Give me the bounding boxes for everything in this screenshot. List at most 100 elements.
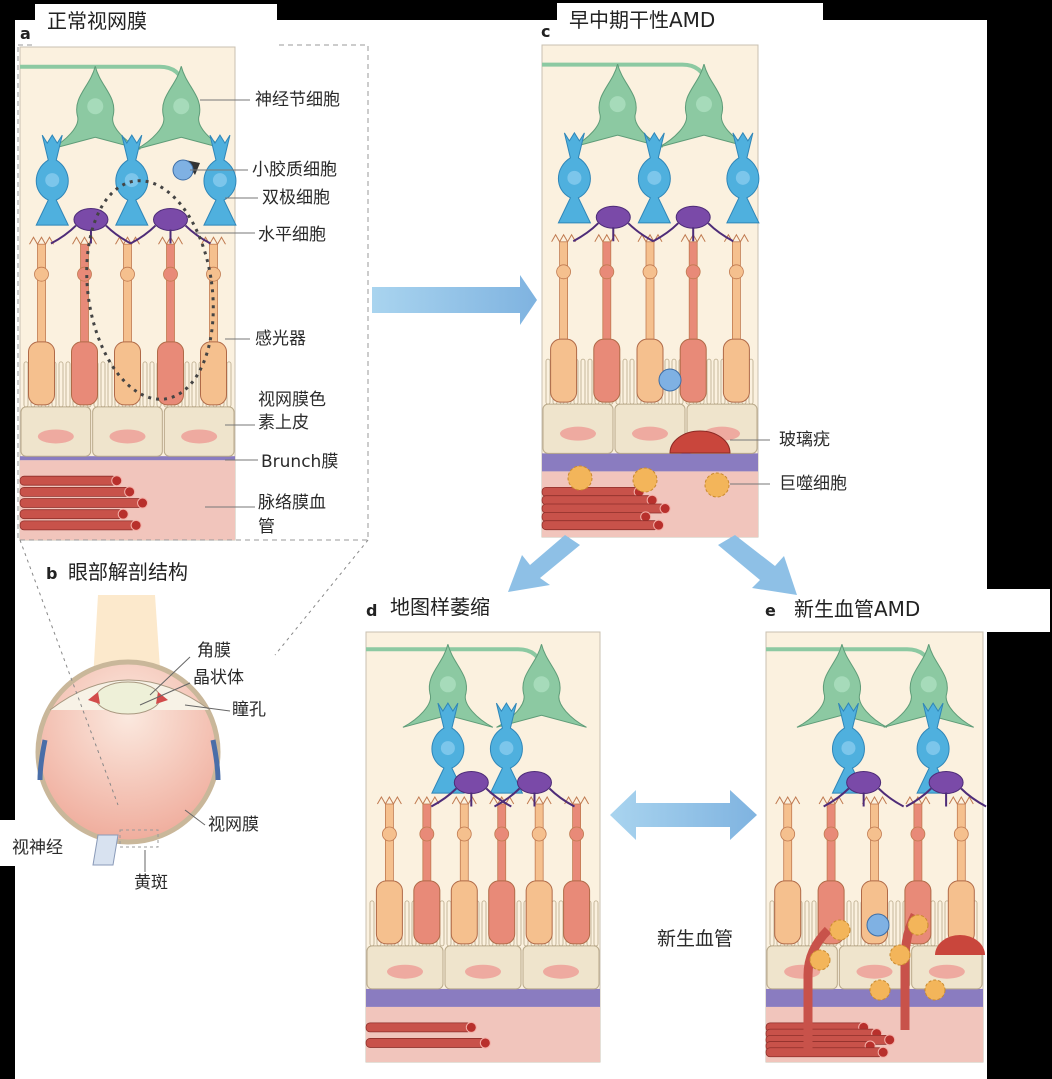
leader-line — [149, 656, 191, 696]
horizontal-dendrites — [905, 787, 987, 808]
label-macula: 黄斑 — [134, 873, 168, 893]
synapse-terminal — [201, 236, 226, 246]
photoreceptor-nucleus — [823, 826, 839, 842]
macrophage-cell — [704, 472, 730, 498]
microvillus — [369, 900, 375, 947]
panel-b-title: 眼部解剖结构 — [68, 560, 188, 584]
leader-line — [184, 809, 206, 826]
cone-cell — [37, 243, 46, 348]
leader-line — [184, 704, 231, 712]
black-margin-left — [0, 0, 15, 1079]
panel-e-letter: e — [765, 601, 776, 620]
panel-d-title: 地图样萎缩 — [378, 594, 620, 628]
bipolar-nucleus — [647, 170, 662, 185]
photoreceptor-nucleus — [569, 826, 584, 842]
lens — [95, 681, 161, 715]
microglia-cell — [658, 368, 682, 392]
vessel-lumen — [130, 519, 142, 531]
rod-cell — [602, 241, 612, 345]
horizontal-dendrites — [572, 222, 654, 243]
rod-cell — [166, 243, 175, 348]
microvillus — [593, 900, 599, 947]
label-choroid-line1: 脉络膜血 — [258, 493, 326, 513]
photoreceptor-outer-segment — [488, 880, 516, 945]
synapse-terminal — [414, 795, 440, 806]
bipolar-nucleus — [212, 173, 227, 188]
microvillus — [853, 900, 859, 947]
synapse-terminal — [29, 236, 54, 246]
macrophage-cell — [829, 919, 851, 941]
macrophage-cell — [809, 949, 831, 971]
label-drusen: 玻璃疣 — [779, 430, 830, 450]
photoreceptor-outer-segment — [375, 880, 403, 945]
photoreceptor-nucleus — [381, 826, 397, 842]
bruch-membrane — [366, 988, 600, 1007]
horizontal-cell — [595, 205, 631, 229]
vessel-lumen — [479, 1037, 491, 1049]
microvillus — [481, 900, 487, 947]
photoreceptor-outer-segment — [636, 338, 664, 403]
microvillus — [622, 358, 628, 405]
macrophage-cell — [907, 914, 929, 936]
panel-c-title: 早中期干性AMD — [557, 3, 823, 41]
microvillus — [629, 358, 635, 405]
label-choroid-line2: 管 — [258, 517, 275, 537]
rpe-nucleus — [37, 429, 74, 444]
label-cornea: 角膜 — [197, 641, 231, 661]
choroid-vessel — [541, 520, 660, 531]
photoreceptor-nucleus — [642, 264, 658, 280]
label-lens: 晶状体 — [193, 668, 244, 688]
bipolar-nucleus — [45, 173, 60, 188]
photoreceptor-outer-segment — [114, 341, 141, 406]
panel-d-letter: d — [366, 601, 378, 620]
microvillus — [545, 358, 551, 405]
rod-cell — [688, 241, 698, 345]
bipolar-nucleus — [841, 741, 856, 756]
horizontal-cell — [928, 771, 964, 794]
photoreceptor-outer-segment — [722, 338, 750, 403]
microvillus — [804, 900, 810, 947]
cone-cell — [870, 803, 879, 887]
choroid-vessel — [541, 495, 653, 506]
vessel-lumen — [653, 519, 665, 531]
bruch-membrane — [20, 456, 235, 461]
synapse-terminal — [775, 795, 801, 806]
macrophage-cell — [924, 979, 946, 1001]
drusen — [669, 430, 731, 454]
ganglion-nucleus — [833, 676, 850, 693]
microvillus — [580, 358, 586, 405]
microvillus — [142, 361, 148, 408]
photoreceptor-outer-segment — [774, 880, 802, 945]
choroid-layer — [366, 1006, 600, 1062]
label-photoreceptor: 感光器 — [255, 329, 306, 349]
vessel-lumen — [884, 1034, 896, 1046]
rpe-nucleus — [387, 964, 423, 979]
panel-d-title-text: 地图样萎缩 — [390, 595, 490, 619]
bipolar-nucleus — [567, 170, 582, 185]
cone-cell — [384, 803, 394, 887]
ganglion-nucleus — [439, 676, 456, 693]
macrophage-cell — [567, 465, 593, 491]
ganglion-nucleus — [609, 96, 626, 113]
bipolar-nucleus — [926, 741, 941, 756]
photoreceptor-nucleus — [531, 826, 547, 842]
drusen — [935, 935, 985, 955]
cone-cell — [956, 803, 966, 887]
panel-a-title: 正常视网膜 — [35, 4, 277, 46]
leader-line — [139, 682, 191, 706]
microvillus — [100, 361, 106, 408]
rod-cell — [497, 803, 507, 887]
macrophage-cell — [889, 944, 911, 966]
synapse-terminal — [862, 795, 887, 806]
microvillus — [587, 358, 593, 405]
choroid-vessel — [365, 1038, 486, 1048]
choroid-vessel — [365, 1022, 472, 1033]
choroid-vessel — [19, 498, 143, 508]
panel-e-title: 新生血管AMD — [794, 597, 921, 621]
horizontal-dendrites — [823, 787, 905, 808]
microvillus — [516, 900, 522, 947]
photoreceptor-outer-segment — [200, 341, 227, 406]
black-margin-right — [987, 0, 1052, 1079]
cone-cell — [459, 803, 469, 887]
